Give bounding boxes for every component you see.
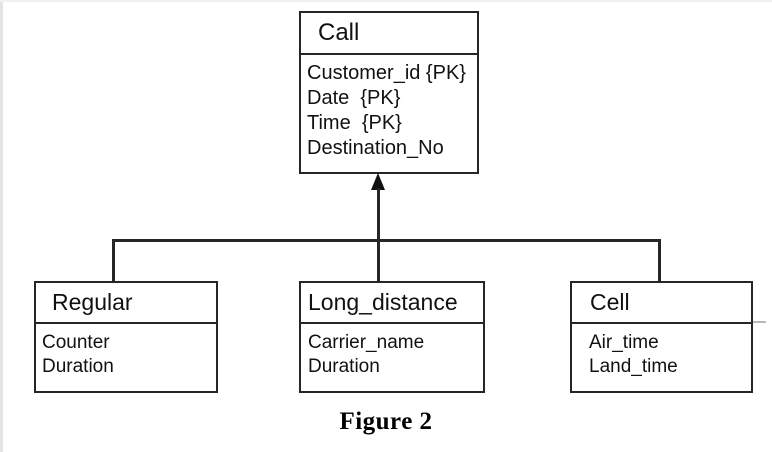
attribute-row: Duration	[42, 356, 114, 377]
generalization-arrowhead-icon	[371, 173, 385, 190]
entity-box-cell[interactable]: Cell Air_time Land_time	[570, 281, 753, 393]
entity-box-regular[interactable]: Regular Counter Duration	[34, 281, 218, 393]
attribute-row: Destination_No	[307, 137, 444, 159]
connector-drop-cell	[658, 239, 661, 282]
divider-overhang-artifact	[753, 321, 766, 323]
attribute-row: Customer_id {PK}	[307, 62, 466, 84]
canvas-left-edge-strip	[0, 0, 3, 452]
attribute-row: Carrier_name	[308, 332, 425, 353]
entity-title-call: Call	[301, 13, 477, 55]
attribute-row: Air_time	[589, 332, 659, 353]
attribute-row: Date {PK}	[307, 87, 401, 109]
entity-box-call[interactable]: Call Customer_id {PK} Date {PK} Time {PK…	[299, 11, 479, 174]
canvas-top-edge-strip	[0, 0, 772, 2]
entity-attributes-call: Customer_id {PK} Date {PK} Time {PK} Des…	[301, 55, 477, 161]
entity-title-long-distance: Long_distance	[301, 283, 483, 324]
connector-stem-vertical	[377, 188, 380, 241]
attribute-row: Time {PK}	[307, 112, 402, 134]
attribute-row: Land_time	[589, 356, 678, 377]
attribute-row: Counter	[42, 332, 110, 353]
attribute-row: Duration	[308, 356, 380, 377]
connector-horizontal-bus	[112, 239, 661, 242]
entity-title-cell: Cell	[572, 283, 751, 324]
entity-attributes-regular: Counter Duration	[36, 324, 216, 379]
figure-caption: Figure 2	[339, 408, 433, 435]
connector-drop-long-distance	[377, 239, 380, 282]
connector-drop-regular	[112, 239, 115, 282]
entity-box-long-distance[interactable]: Long_distance Carrier_name Duration	[299, 281, 485, 393]
entity-attributes-cell: Air_time Land_time	[572, 324, 751, 379]
entity-attributes-long-distance: Carrier_name Duration	[301, 324, 483, 379]
entity-title-regular: Regular	[36, 283, 216, 324]
